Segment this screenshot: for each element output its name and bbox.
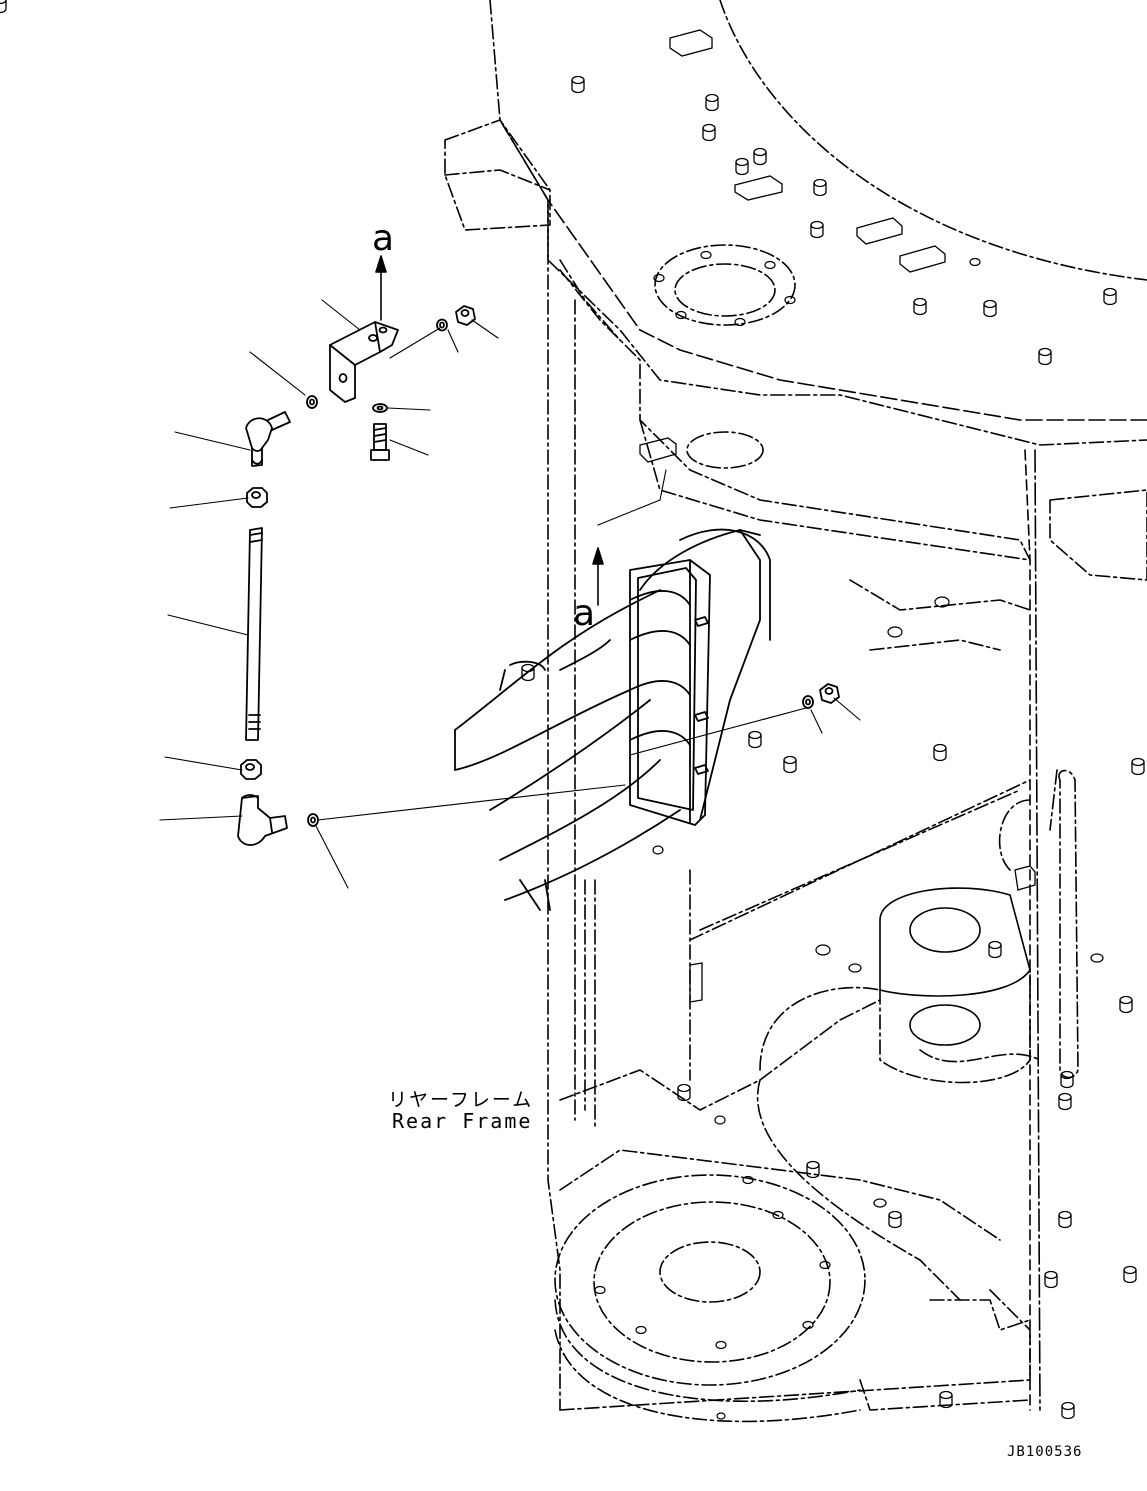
elbow-fitting-top bbox=[245, 411, 291, 467]
nut-top bbox=[455, 305, 476, 326]
hose-bundle bbox=[454, 528, 771, 911]
nut-frame bbox=[819, 683, 840, 704]
arrow-a-top bbox=[375, 255, 387, 321]
bolt-holes bbox=[594, 250, 1104, 1420]
frame-pads bbox=[639, 29, 1036, 1003]
drawing-number: JB100536 bbox=[1007, 1444, 1083, 1460]
rear-frame-outline bbox=[444, 0, 1147, 1423]
rear-frame-label-jp: リヤーフレーム bbox=[388, 1089, 534, 1111]
washer-left bbox=[306, 395, 318, 409]
nut-lower bbox=[240, 759, 262, 780]
elbow-fitting-lower bbox=[237, 794, 288, 846]
arrow-a-mid bbox=[592, 547, 604, 606]
washer-frame bbox=[802, 695, 814, 709]
washer-lower bbox=[307, 813, 319, 827]
bolt bbox=[370, 423, 390, 461]
leader-lines bbox=[159, 299, 861, 889]
frame-bosses bbox=[0, 0, 7, 14]
reference-a-mid: a bbox=[573, 593, 596, 634]
frame-boss-markers bbox=[521, 75, 1145, 1420]
nut-upper bbox=[246, 487, 268, 508]
reference-a-top: a bbox=[372, 218, 395, 259]
exploded-parts bbox=[237, 305, 840, 846]
rear-frame-label-en: Rear Frame bbox=[392, 1109, 533, 1133]
washer-under bbox=[372, 403, 388, 413]
pipe-rod bbox=[245, 527, 263, 741]
bracket bbox=[329, 321, 399, 403]
washer-top bbox=[436, 318, 448, 332]
